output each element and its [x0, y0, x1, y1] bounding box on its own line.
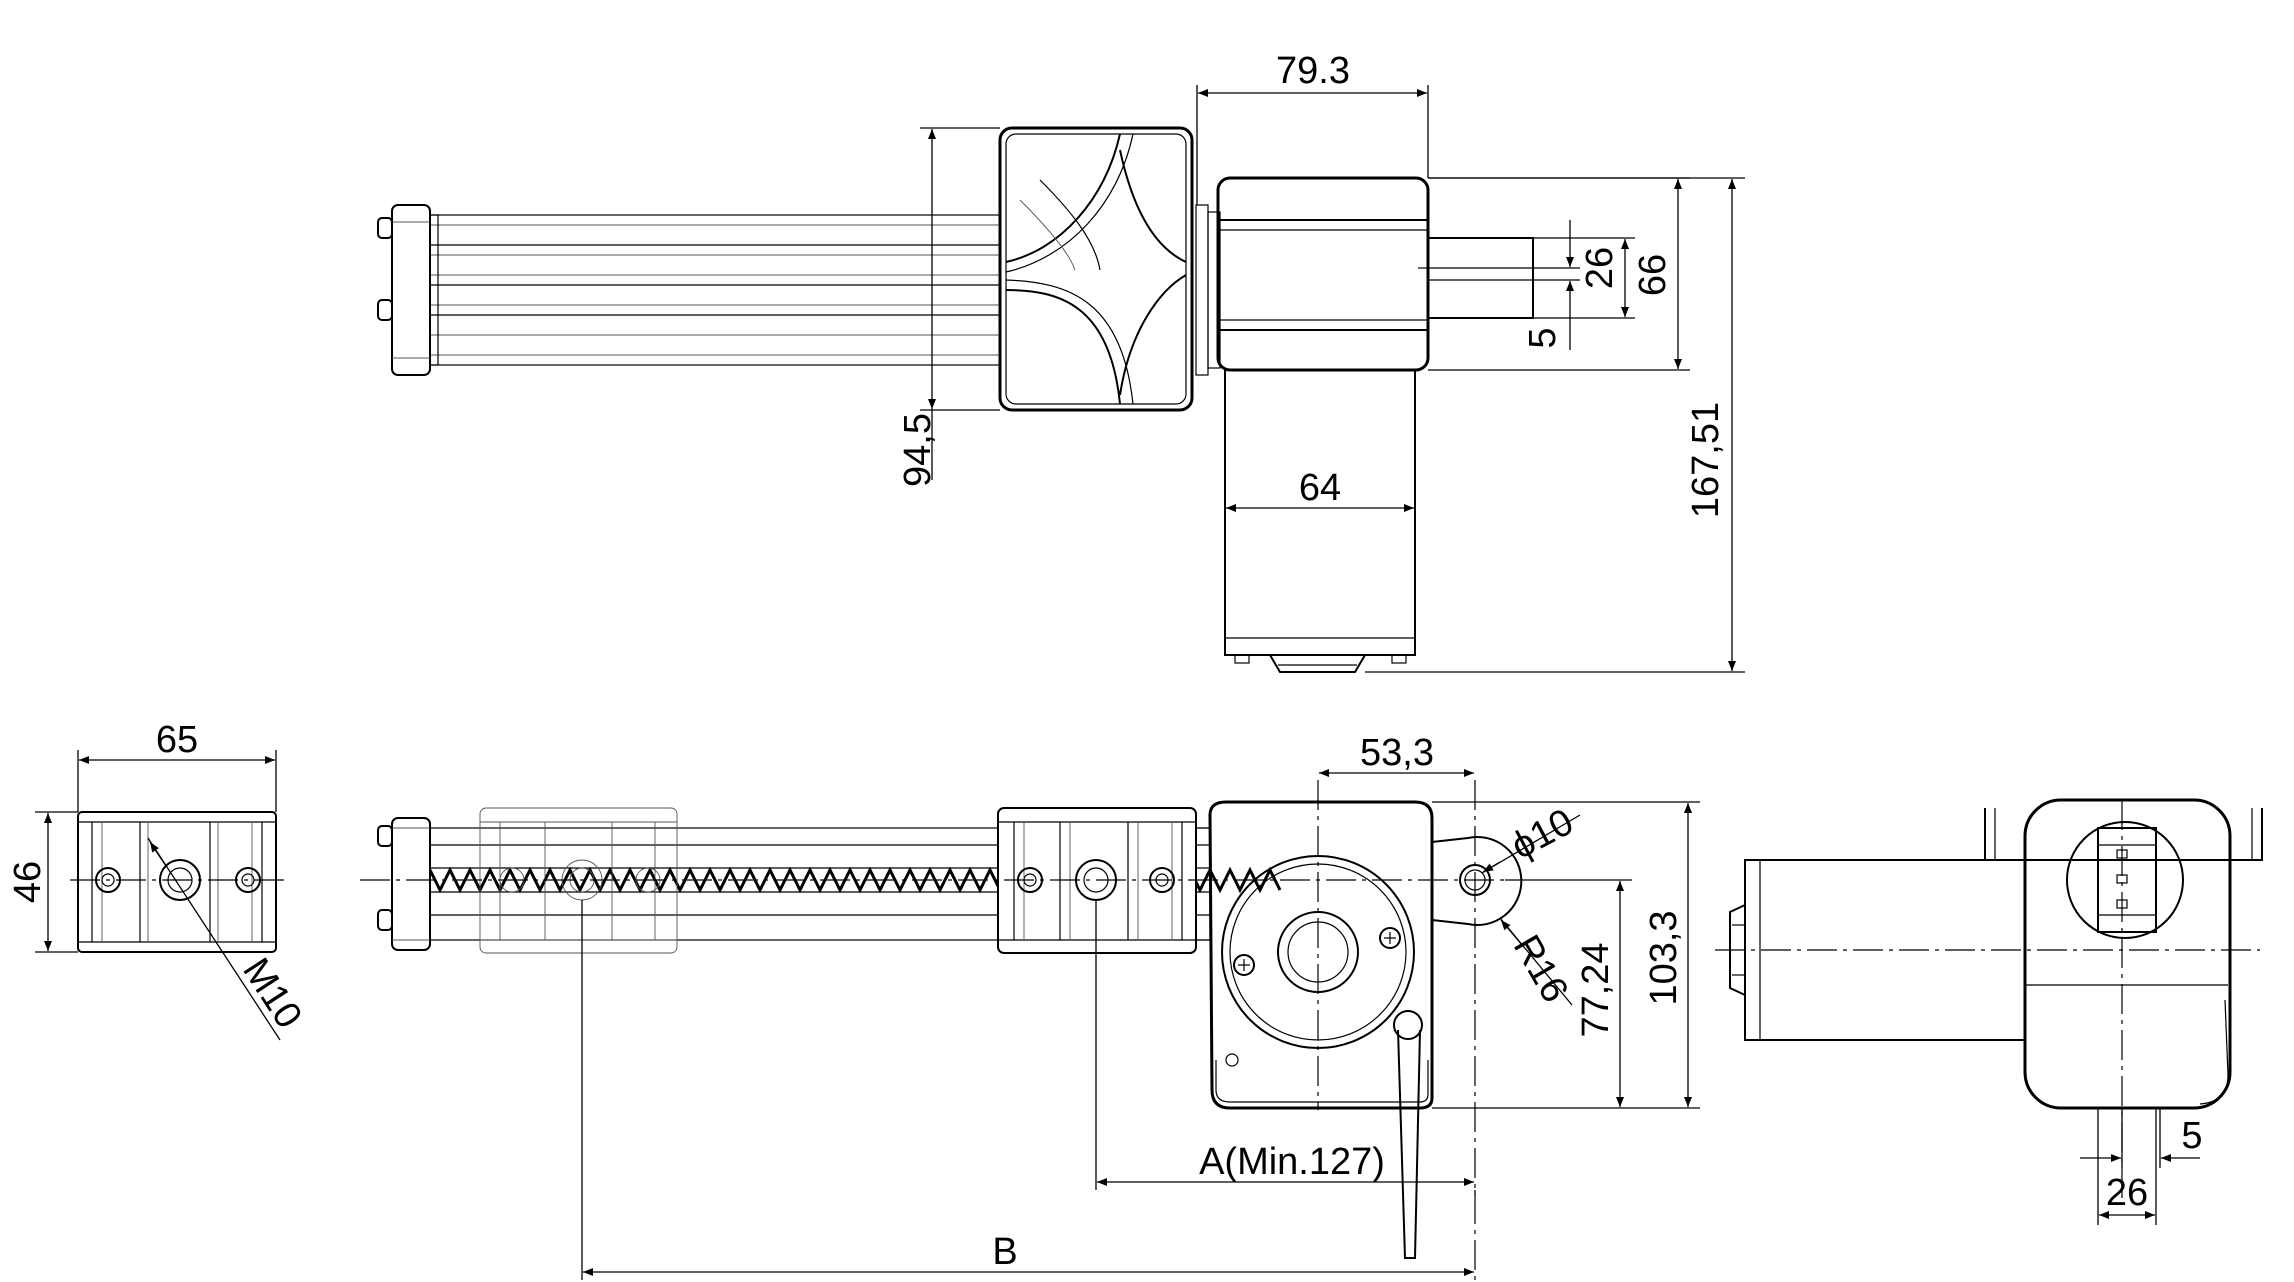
dim-65-label: 65 — [156, 719, 198, 761]
side-view-dimensions: 5 26 — [2080, 1108, 2203, 1225]
dim-167-51-label: 167,51 — [1685, 402, 1727, 518]
dim-77-24-label: 77,24 — [1575, 942, 1617, 1037]
top-motor — [1224, 369, 1416, 673]
dim-103-3-label: 103,3 — [1643, 910, 1685, 1005]
dim-shaft-26-label: 26 — [1579, 247, 1621, 289]
top-dimensions: 79.3 94,5 26 5 66 167,5 — [897, 50, 1745, 673]
dim-shaft-5-label: 5 — [1522, 327, 1564, 348]
front-end-plate — [377, 817, 431, 951]
side-view: 5 26 — [1715, 798, 2263, 1225]
dim-b-label: B — [992, 1231, 1017, 1273]
top-gearbox — [1195, 176, 1534, 376]
dim-side-26-label: 26 — [2106, 1172, 2148, 1214]
dim-53-3-label: 53,3 — [1360, 732, 1434, 774]
top-end-plate — [377, 204, 439, 376]
end-view: 65 46 M10 — [7, 719, 310, 1041]
dim-79-3-label: 79.3 — [1276, 50, 1350, 92]
top-view: 79.3 94,5 26 5 66 167,5 — [377, 50, 1745, 673]
front-carriage — [479, 807, 678, 954]
front-view: 53,3 ϕ10 R16 77,24 103,3 A(Min.127) — [360, 732, 1700, 1282]
dim-66-label: 66 — [1632, 254, 1674, 296]
dim-m10-label: M10 — [234, 951, 309, 1036]
dim-94-5-label: 94,5 — [897, 413, 939, 487]
dim-64-label: 64 — [1299, 467, 1341, 509]
front-housing — [1195, 800, 1523, 1259]
dim-a-label: A(Min.127) — [1199, 1141, 1385, 1183]
dim-46-label: 46 — [7, 861, 49, 903]
top-rails — [429, 214, 1001, 366]
dim-side-5-label: 5 — [2181, 1115, 2202, 1157]
top-cover-block — [998, 126, 1194, 412]
